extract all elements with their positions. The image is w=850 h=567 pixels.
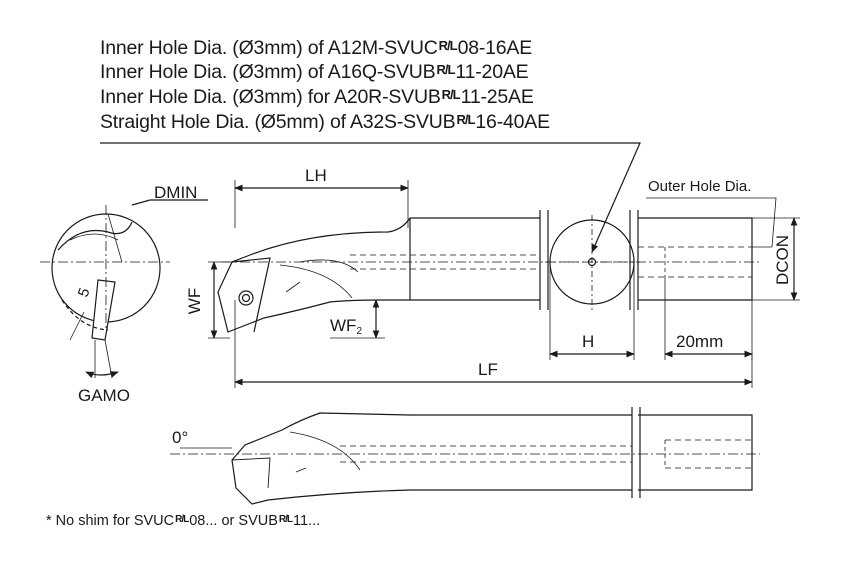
dim-20mm <box>664 277 753 360</box>
header-line-1: Inner Hole Dia. (Ø3mm) of A12M-SVUCR/L08… <box>100 37 533 59</box>
label-dcon: DCON <box>773 234 793 286</box>
cross-section <box>545 215 640 310</box>
end-view <box>40 199 208 379</box>
top-view-tool <box>217 210 760 333</box>
dim-wf2 <box>330 299 385 339</box>
label-dmin: DMIN <box>154 183 198 202</box>
label-outer-hole-dia: Outer Hole Dia. <box>648 178 752 195</box>
label-zero-degree: 0° <box>172 428 189 447</box>
label-20mm: 20mm <box>676 332 724 351</box>
label-wf: WF <box>185 287 205 315</box>
header-line-4: Straight Hole Dia. (Ø5mm) of A32S-SVUBR/… <box>100 111 550 133</box>
label-wf2: WF2 <box>330 316 362 337</box>
dim-wf <box>208 261 230 339</box>
header-line-2: Inner Hole Dia. (Ø3mm) of A16Q-SVUBR/L11… <box>100 61 529 83</box>
dim-lf <box>234 300 753 388</box>
footnote: * No shim for SVUCR/L08... or SVUBR/L11.… <box>46 513 321 529</box>
leader-line-header <box>100 142 641 253</box>
dim-h <box>549 262 635 360</box>
label-gamo: GAMO <box>78 386 130 405</box>
dim-dcon <box>646 197 800 301</box>
label-h: H <box>582 332 595 351</box>
side-view-tool <box>170 407 760 505</box>
label-lf: LF <box>478 360 498 379</box>
header-line-3: Inner Hole Dia. (Ø3mm) for A20R-SVUBR/L1… <box>100 86 534 108</box>
dim-lh <box>234 180 409 228</box>
label-lh: LH <box>305 166 327 185</box>
